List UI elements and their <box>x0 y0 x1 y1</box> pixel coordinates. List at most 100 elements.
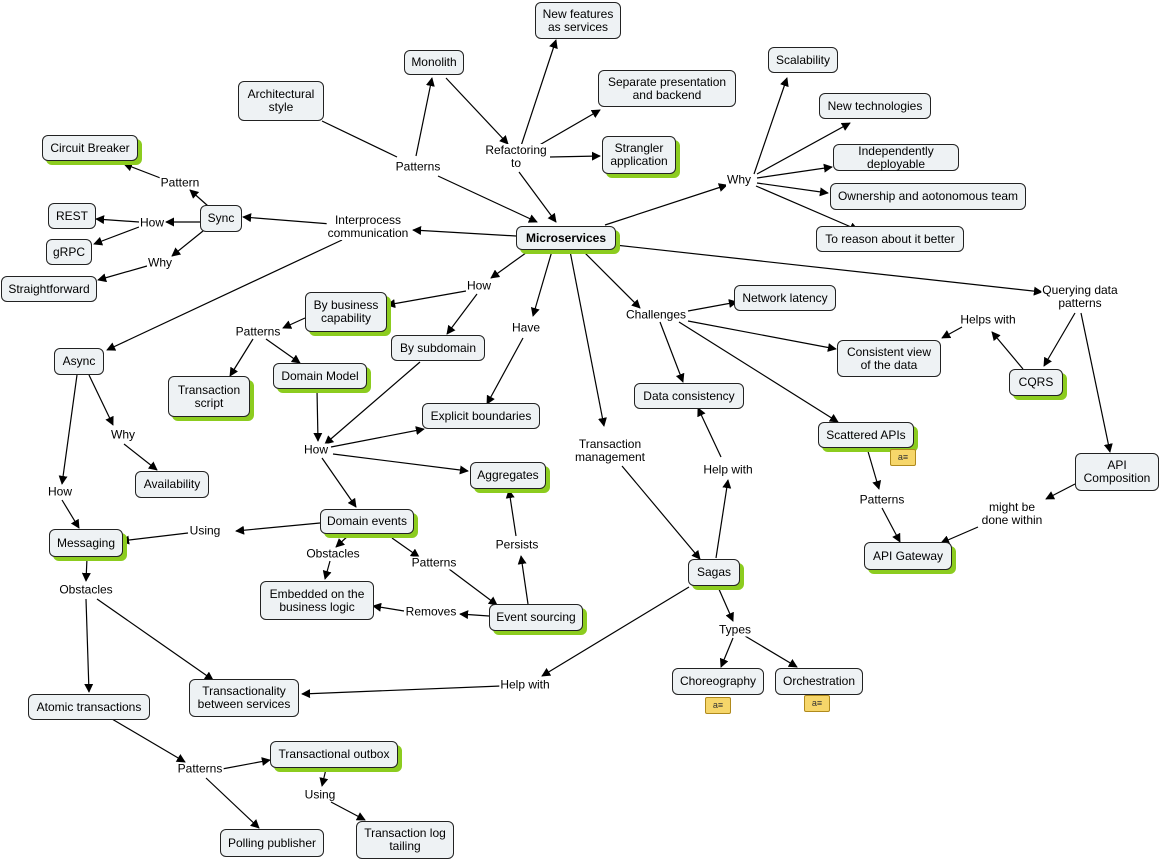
link-label-removes: Removes <box>404 604 458 619</box>
node-architectural[interactable]: Architectural style <box>238 81 324 121</box>
node-label: Embedded on the business logic <box>269 586 365 614</box>
node-straightforward[interactable]: Straightforward <box>1 276 97 302</box>
node-label: Async <box>62 354 96 368</box>
node-label: Transactional outbox <box>278 747 390 761</box>
node-atomic[interactable]: Atomic transactions <box>28 694 150 720</box>
node-label: Polling publisher <box>227 835 317 850</box>
node-orchestration[interactable]: Orchestration <box>775 668 863 695</box>
link-label-patterns-biz: Patterns <box>234 324 282 339</box>
link-label-patterns-bottom: Patterns <box>176 761 224 776</box>
node-label: Orchestration <box>782 674 856 688</box>
link-label-challenges: Challenges <box>624 307 688 322</box>
link-label-how-main: How <box>465 278 493 293</box>
node-label: Separate presentation and backend <box>607 74 727 102</box>
node-new-tech[interactable]: New technologies <box>819 93 931 119</box>
node-label: Circuit Breaker <box>50 140 130 155</box>
node-explicit[interactable]: Explicit boundaries <box>422 403 540 429</box>
node-circuit[interactable]: Circuit Breaker <box>42 135 138 161</box>
link-label-querying: Querying data patterns <box>1041 283 1119 310</box>
link-label-using-msg: Using <box>188 523 222 538</box>
node-domain-model[interactable]: Domain Model <box>273 363 367 389</box>
node-label: CQRS <box>1018 375 1054 389</box>
node-label: Messaging <box>56 535 116 550</box>
node-new-features[interactable]: New features as services <box>535 2 621 39</box>
note-icon[interactable]: a≡ <box>804 695 830 712</box>
node-messaging[interactable]: Messaging <box>49 529 123 557</box>
node-label: Transactionality between services <box>197 684 291 711</box>
node-by-business[interactable]: By business capability <box>305 292 387 332</box>
link-label-pattern-cb: Pattern <box>159 175 201 190</box>
node-sync[interactable]: Sync <box>200 205 242 232</box>
link-label-ipc: Interprocess communication <box>326 213 410 240</box>
node-indep[interactable]: Independently deployable <box>833 144 959 171</box>
node-cqrs[interactable]: CQRS <box>1009 369 1063 396</box>
node-domain-events[interactable]: Domain events <box>320 509 414 534</box>
node-label: New technologies <box>827 98 923 113</box>
node-label: Straightforward <box>8 281 90 296</box>
link-label-how-async: How <box>46 484 74 499</box>
node-scattered[interactable]: Scattered APIs <box>818 422 914 448</box>
node-scalability[interactable]: Scalability <box>768 47 838 73</box>
node-strangler[interactable]: Strangler application <box>602 136 676 174</box>
node-label: Ownership and aotonomous team <box>837 189 1019 203</box>
node-label: Strangler application <box>610 141 668 168</box>
node-log-tailing[interactable]: Transaction log tailing <box>356 821 454 859</box>
node-label: Independently deployable <box>858 143 934 171</box>
node-by-subdomain[interactable]: By subdomain <box>391 335 485 361</box>
node-availability[interactable]: Availability <box>135 471 209 498</box>
link-label-transaction-mgmt: Transaction management <box>573 437 647 464</box>
node-separate[interactable]: Separate presentation and backend <box>598 70 736 107</box>
node-reason[interactable]: To reason about it better <box>816 226 964 252</box>
node-polling[interactable]: Polling publisher <box>220 829 324 857</box>
node-choreography[interactable]: Choreography <box>672 668 764 695</box>
node-label: Consistent view of the data <box>846 344 932 372</box>
link-label-how-mid: How <box>302 442 330 457</box>
link-label-help-with-bottom: Help with <box>499 677 551 692</box>
node-transaction-script[interactable]: Transaction script <box>168 376 250 417</box>
note-icon[interactable]: a≡ <box>705 697 731 714</box>
link-label-help-with-sagas: Help with <box>702 462 754 477</box>
node-rest[interactable]: REST <box>48 203 96 229</box>
link-label-might-be: might be done within <box>980 500 1044 527</box>
link-label-obstacles-de: Obstacles <box>305 546 361 561</box>
node-label: Scalability <box>775 52 831 67</box>
node-api-composition[interactable]: API Composition <box>1075 453 1159 491</box>
node-label: Aggregates <box>477 468 539 482</box>
node-label: Explicit boundaries <box>430 408 532 423</box>
node-label: Architectural style <box>247 87 315 114</box>
node-data-consistency[interactable]: Data consistency <box>634 383 744 409</box>
link-label-patterns-top: Patterns <box>394 159 442 174</box>
node-aggregates[interactable]: Aggregates <box>470 462 546 489</box>
note-icon[interactable]: a≡ <box>890 449 916 466</box>
node-label: To reason about it better <box>825 231 955 246</box>
node-outbox[interactable]: Transactional outbox <box>270 741 398 768</box>
node-label: REST <box>55 208 88 223</box>
node-api-gateway[interactable]: API Gateway <box>864 542 952 570</box>
node-label: Atomic transactions <box>36 699 142 714</box>
node-label: gRPC <box>52 244 85 259</box>
node-label: By business capability <box>313 298 379 325</box>
node-event-sourcing[interactable]: Event sourcing <box>489 604 583 631</box>
node-label: Transaction script <box>177 382 241 410</box>
node-label: Domain Model <box>281 368 359 383</box>
link-label-why-async: Why <box>110 427 136 442</box>
node-async[interactable]: Async <box>54 348 104 375</box>
node-label: Sync <box>207 211 235 225</box>
node-grpc[interactable]: gRPC <box>46 239 92 265</box>
node-label: API Composition <box>1083 458 1151 485</box>
node-embedded[interactable]: Embedded on the business logic <box>260 581 374 620</box>
node-consistent[interactable]: Consistent view of the data <box>837 340 941 377</box>
node-sagas[interactable]: Sagas <box>688 559 740 586</box>
link-label-have: Have <box>510 320 542 335</box>
node-label: Scattered APIs <box>826 427 906 442</box>
node-network[interactable]: Network latency <box>734 285 836 311</box>
link-label-types: Types <box>717 622 753 637</box>
node-label: Microservices <box>525 230 607 245</box>
node-transactionality[interactable]: Transactionality between services <box>189 679 299 717</box>
node-ownership[interactable]: Ownership and aotonomous team <box>830 183 1026 210</box>
node-microservices[interactable]: Microservices <box>516 226 616 250</box>
node-monolith[interactable]: Monolith <box>404 50 464 75</box>
node-label: Choreography <box>679 674 757 688</box>
